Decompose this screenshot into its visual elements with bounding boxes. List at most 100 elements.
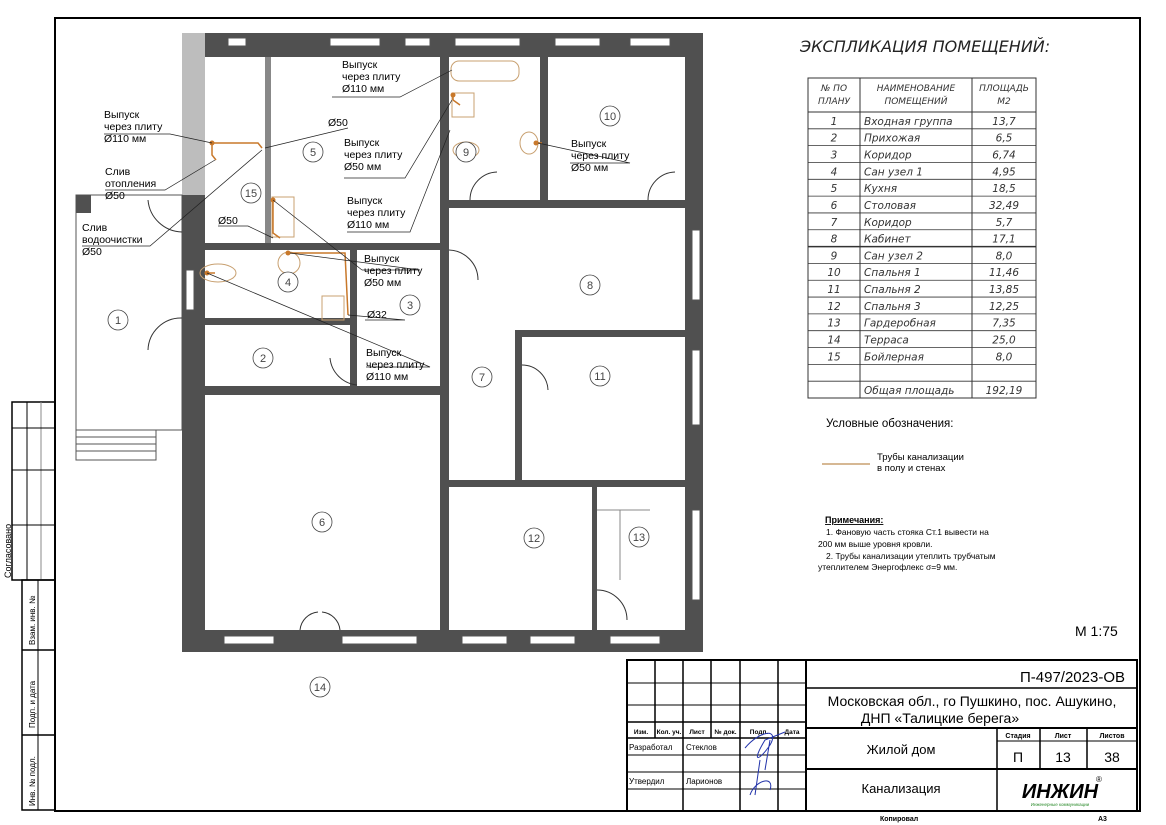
table-cell: 8,0 bbox=[996, 351, 1013, 363]
annotation-label: Ø50 bbox=[328, 117, 348, 129]
format-label: А3 bbox=[1098, 816, 1107, 823]
annotation-line: Слив bbox=[105, 166, 131, 178]
room-marker-circle bbox=[523, 527, 545, 549]
table-cell: 8 bbox=[831, 234, 838, 246]
annotation-line: Ø50 bbox=[105, 190, 125, 202]
table-cell: Сан узел 1 bbox=[864, 166, 923, 178]
legend-line2: в полу и стенах bbox=[877, 463, 946, 474]
table-header: НАИМЕНОВАНИЕ bbox=[877, 84, 956, 94]
company-logo: ИНЖИН bbox=[1022, 781, 1099, 803]
annotation-line: через плиту bbox=[364, 265, 423, 277]
copied-label: Копировал bbox=[880, 816, 918, 823]
table-cell: 9 bbox=[831, 250, 838, 262]
table-cell: Коридор bbox=[864, 149, 912, 161]
column-header: Дата bbox=[784, 729, 799, 736]
column-header: Лист bbox=[689, 729, 704, 736]
room-marker-circle bbox=[628, 526, 650, 548]
signature-image bbox=[744, 731, 786, 796]
table-cell: Прихожая bbox=[864, 133, 920, 145]
annotation-line: Выпуск bbox=[571, 138, 607, 150]
sheet-name: Канализация bbox=[862, 781, 941, 796]
annotation-line: через плиту bbox=[342, 71, 401, 83]
table-cell: 2 bbox=[831, 133, 838, 145]
company-logo-subtitle: Инженерные коммуникации bbox=[1031, 802, 1090, 807]
building-plan bbox=[75, 33, 703, 652]
sheet-value: 13 bbox=[1055, 749, 1071, 765]
annotation-line: Ø50 bbox=[82, 246, 102, 258]
annotation-line: через плиту bbox=[571, 150, 630, 162]
notes-title: Примечания: bbox=[825, 515, 883, 525]
table-cell: 3 bbox=[831, 149, 838, 161]
scale-label: М 1:75 bbox=[1075, 623, 1118, 639]
inv-replace-label: Взам. инв. № bbox=[28, 595, 37, 645]
table-cell: 6 bbox=[831, 200, 838, 212]
table-cell: 192,19 bbox=[986, 385, 1023, 397]
note-line: 200 мм выше уровня кровли. bbox=[818, 539, 932, 549]
column-header: Изм. bbox=[634, 729, 649, 736]
table-cell: Столовая bbox=[864, 200, 916, 212]
table-cell: Спальня 2 bbox=[864, 284, 921, 296]
annotation-line: Ø50 мм bbox=[344, 161, 381, 173]
approved-label: Утвердил bbox=[629, 777, 665, 786]
table-cell: 7,35 bbox=[992, 318, 1016, 330]
developed-label: Разработал bbox=[629, 743, 673, 752]
table-cell: 13,85 bbox=[989, 284, 1019, 296]
table-cell: 7 bbox=[831, 217, 838, 229]
table-cell: 25,0 bbox=[992, 335, 1016, 347]
sheet-label: Лист bbox=[1055, 733, 1072, 740]
object-name: Жилой дом bbox=[867, 742, 936, 757]
room-marker-circle bbox=[107, 309, 129, 331]
annotation-line: через плиту bbox=[104, 121, 163, 133]
annotation-line: водоочистки bbox=[82, 234, 143, 246]
table-cell: 13,7 bbox=[992, 116, 1016, 128]
table-row: Общая площадь 192,19 bbox=[864, 385, 1023, 397]
room-number: 6 bbox=[319, 517, 325, 529]
sheets-value: 38 bbox=[1104, 749, 1120, 765]
entrance-stairs bbox=[75, 429, 157, 461]
table-cell: 14 bbox=[827, 335, 840, 347]
table-cell: 13 bbox=[827, 318, 840, 330]
annotation-line: Выпуск bbox=[347, 195, 383, 207]
stage-label: Стадия bbox=[1005, 733, 1030, 740]
table-row: 2 Прихожая 6,5 bbox=[831, 133, 1013, 145]
annotation-line: Выпуск bbox=[344, 137, 380, 149]
table-header: № ПО bbox=[820, 84, 847, 94]
room-marker-circle bbox=[302, 141, 324, 163]
room-marker-circle bbox=[311, 511, 333, 533]
table-cell: Кухня bbox=[864, 183, 897, 195]
table-cell: Коридор bbox=[864, 217, 912, 229]
title-block bbox=[626, 659, 1138, 812]
annotation-line: Ø110 мм bbox=[342, 83, 384, 95]
explication-table: № ПОПЛАНУНАИМЕНОВАНИЕПОМЕЩЕНИЙПЛОЩАДЬМ21… bbox=[807, 77, 1037, 399]
sheets-label: Листов bbox=[1099, 733, 1125, 740]
room-marker-circle bbox=[252, 347, 274, 369]
annotation-line: через плиту bbox=[344, 149, 403, 161]
registered-mark: ® bbox=[1096, 775, 1102, 784]
table-cell: 6,5 bbox=[996, 133, 1013, 145]
developed-name: Стеклов bbox=[686, 743, 717, 752]
legend-title: Условные обозначения: bbox=[826, 418, 953, 430]
table-header: М2 bbox=[997, 97, 1011, 107]
table-cell: 18,5 bbox=[992, 183, 1016, 195]
legend-line1: Трубы канализации bbox=[877, 452, 964, 463]
room-marker-circle bbox=[240, 182, 262, 204]
table-cell: Общая площадь bbox=[864, 385, 955, 397]
inv-orig-label: Инв. № подл. bbox=[28, 756, 37, 806]
annotation-line: Слив bbox=[82, 222, 108, 234]
annotation-line: Ø50 мм bbox=[364, 277, 401, 289]
agreed-label: Согласовано bbox=[3, 524, 13, 578]
room-number: 7 bbox=[479, 372, 485, 384]
column-header: Кол. уч. bbox=[657, 729, 682, 736]
room-number: 2 bbox=[260, 353, 266, 365]
room-number: 13 bbox=[633, 532, 645, 544]
table-cell: 12 bbox=[827, 301, 841, 313]
annotation-line: через плиту bbox=[347, 207, 406, 219]
sewer-pipes bbox=[207, 93, 542, 316]
